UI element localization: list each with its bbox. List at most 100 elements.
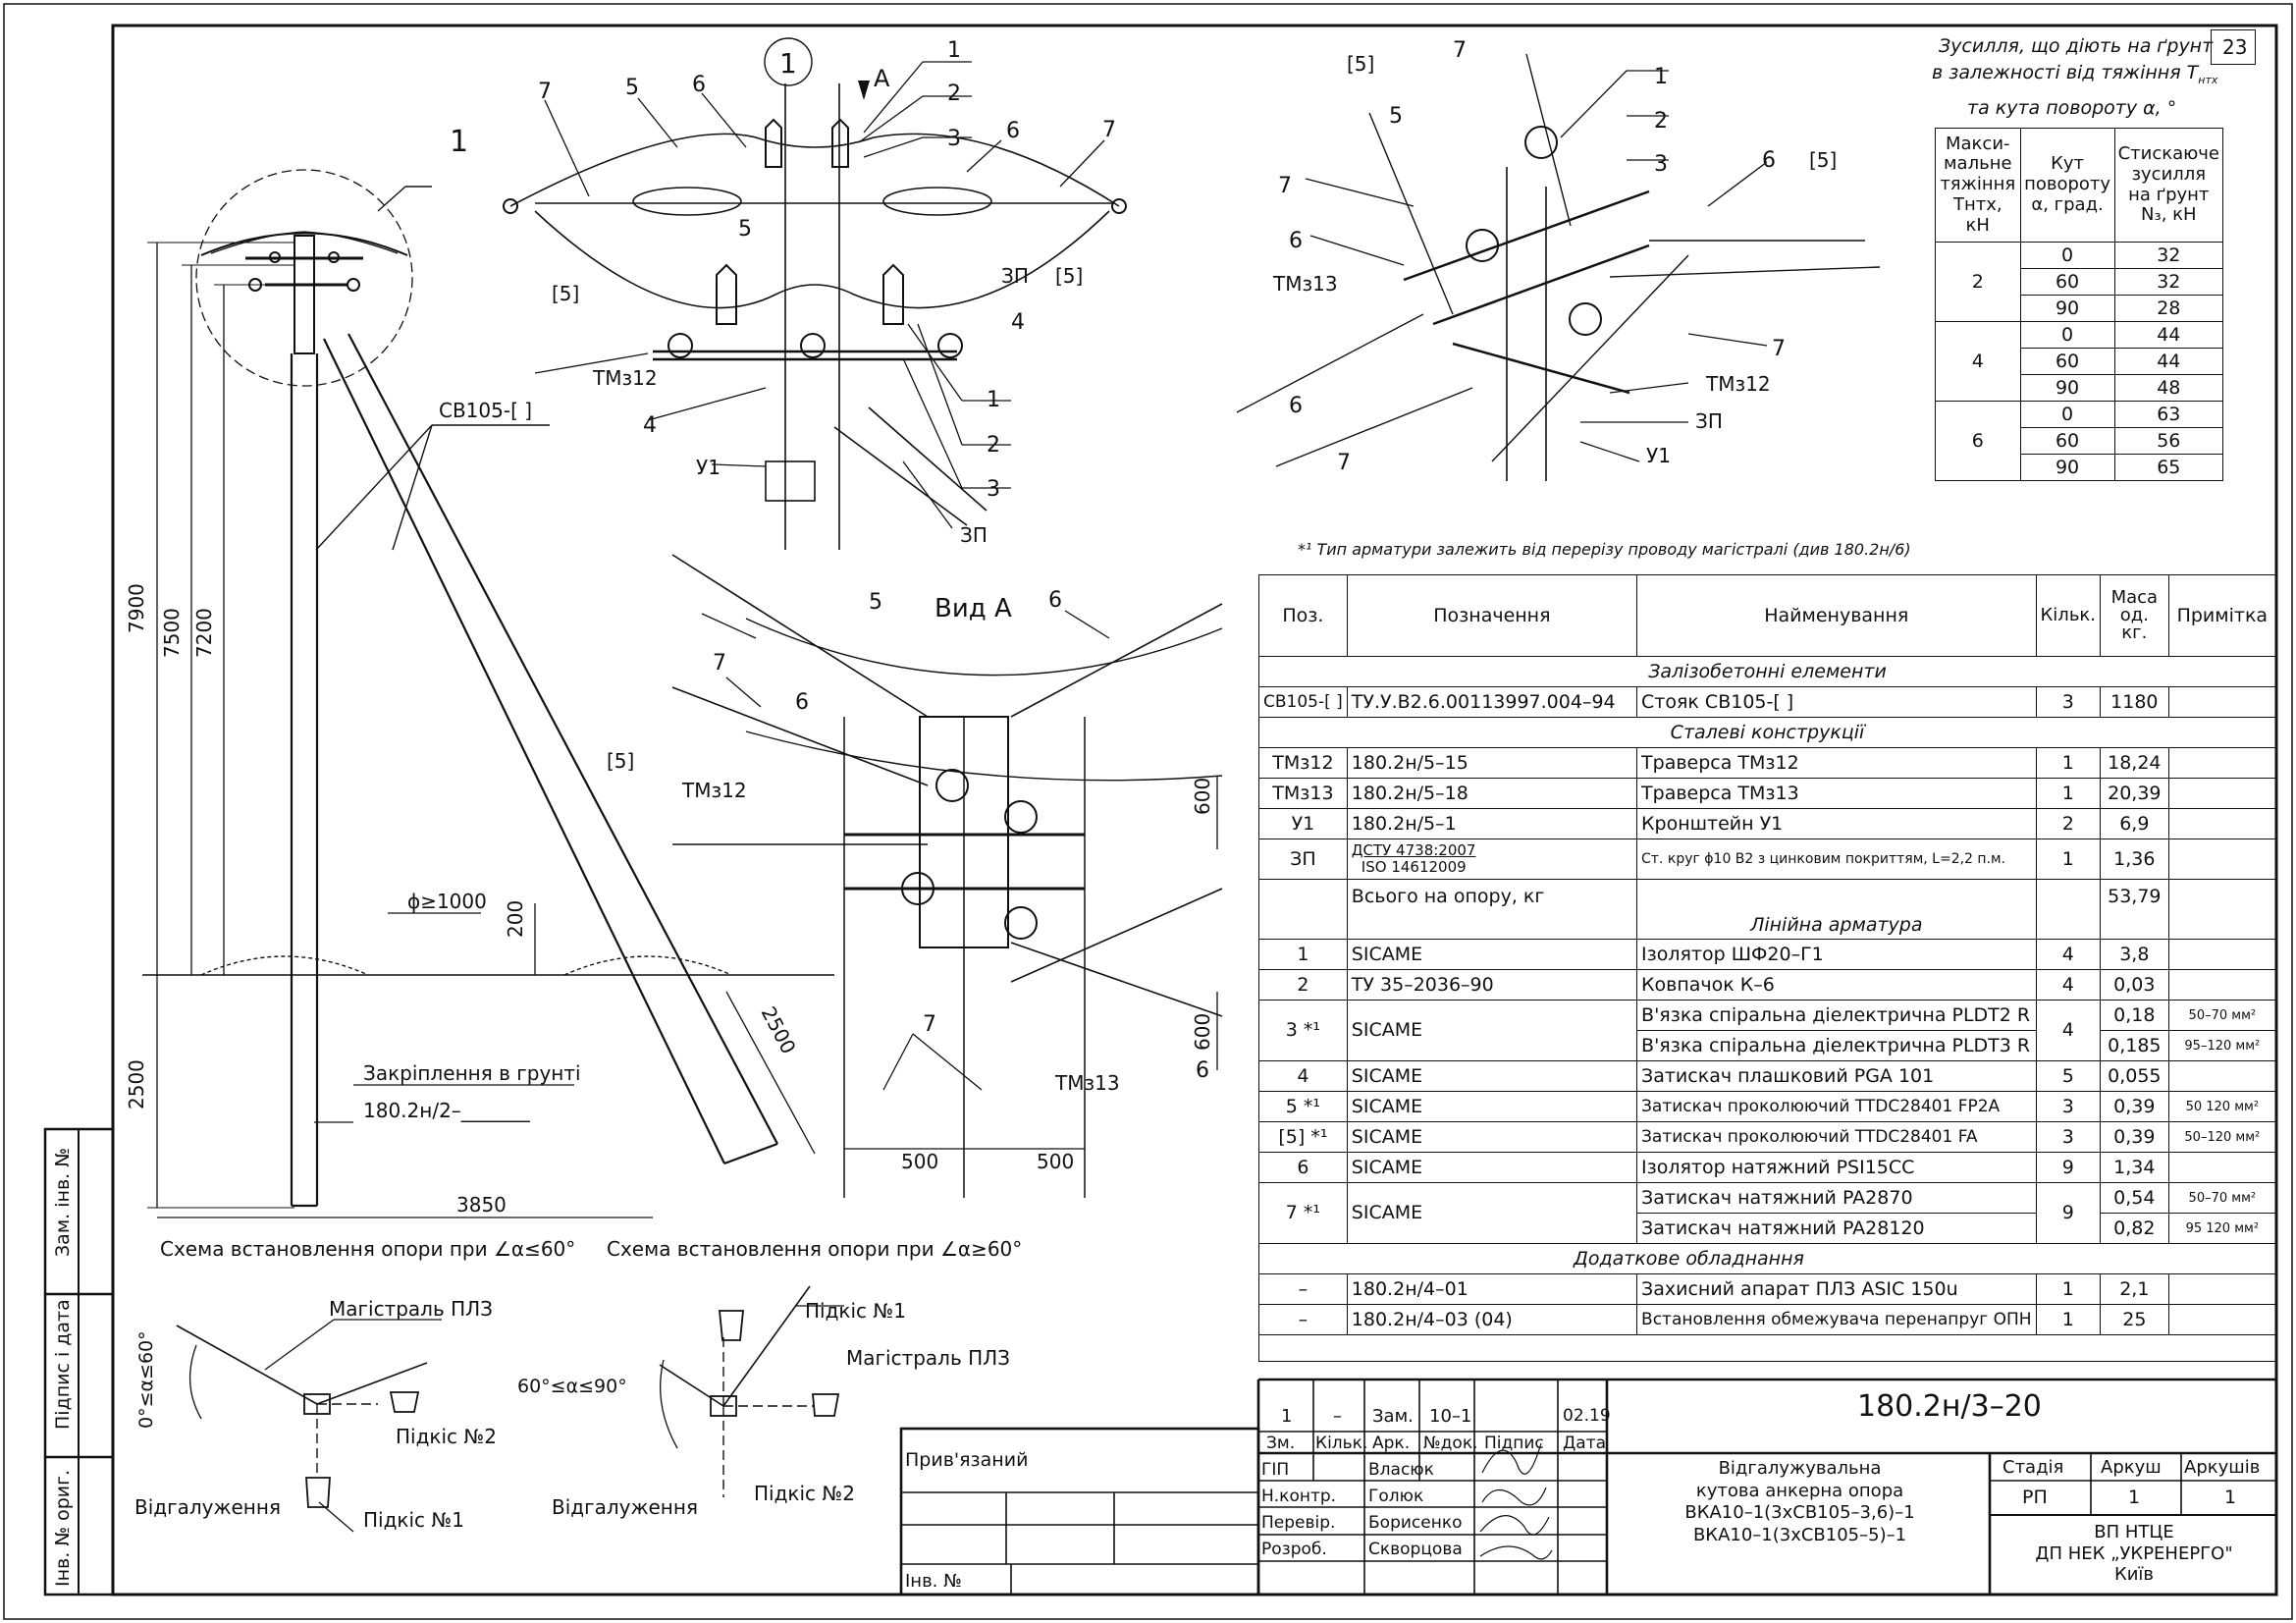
forces-cell: 0: [2019, 242, 2115, 269]
spec-cell: 4: [2035, 939, 2102, 970]
name-rozrob: Скворцова: [1368, 1540, 1463, 1559]
va-pos-6-bot: 6: [1196, 1058, 1209, 1083]
caption-alpha-le-60: Схема встановлення опори при ∠α≤60°: [160, 1237, 575, 1261]
iso-zp: ЗП: [1695, 409, 1723, 433]
va-dim-500-b: 500: [1037, 1150, 1074, 1173]
spec-cell: 3: [2035, 1121, 2102, 1153]
va-pos-7-bot: 7: [923, 1012, 936, 1037]
iso-pos-7-right: 7: [1772, 337, 1786, 361]
spec-cell: Затискач натяжний PA28120: [1636, 1213, 2037, 1244]
spec-cell: 50 120 мм²: [2167, 1091, 2277, 1122]
dim-2500b: 2500: [757, 1002, 801, 1057]
scheme2-brace1: Підкіс №1: [805, 1299, 906, 1323]
iso-pos-2: 2: [1654, 109, 1668, 134]
spec-cell: [1258, 879, 1348, 940]
spec-cell: ТУ.У.В2.6.00113997.004–94: [1346, 686, 1638, 718]
d1-tmz12: ТМз12: [592, 366, 658, 390]
d1-pos-3-top: 3: [947, 127, 961, 151]
spec-cell: 50–120 мм²: [2167, 1121, 2277, 1153]
d1-pos-4-right: 4: [1011, 310, 1025, 335]
iso-pos-6-right: 6: [1762, 148, 1776, 173]
iso-pos-7-bot: 7: [1337, 451, 1351, 475]
va-dim-600-top: 600: [1191, 778, 1214, 815]
d1-pos-5b-right: [5]: [1055, 264, 1083, 288]
zp-des-2: ISO 14612009: [1361, 858, 1467, 876]
forces-t-6: 6: [1935, 401, 2021, 481]
spec-cell: Стояк СВ105-[ ]: [1636, 686, 2037, 718]
spec-cell: 0,39: [2100, 1091, 2169, 1122]
spec-cell: [2167, 839, 2277, 880]
spec-cell: –: [1258, 1273, 1348, 1305]
inv-no-label: Інв. №: [905, 1571, 962, 1592]
spec-cell: Ізолятор ШФ20–Г1: [1636, 939, 2037, 970]
dim-dia: ϕ≥1000: [407, 890, 487, 913]
spec-cell: 25: [2100, 1304, 2169, 1335]
forces-cell: 56: [2113, 427, 2224, 455]
title-line-4: ВКА10–1(3хСВ105–5)–1: [1692, 1524, 1907, 1545]
col-sign: Підпис: [1484, 1434, 1544, 1453]
org-line-2: ДП НЕК „УКРЕНЕРГО": [2035, 1542, 2233, 1564]
sheet-number-box: [2211, 29, 2256, 65]
spec-cell: [2167, 808, 2277, 839]
forces-t-4: 4: [1935, 321, 2021, 402]
spec-cell: [2035, 879, 2102, 940]
forces-cell: 60: [2019, 348, 2115, 375]
iso-pos-1: 1: [1654, 65, 1668, 89]
spec-cell: 0,54: [2100, 1182, 2169, 1214]
spec-cell: [2167, 1060, 2277, 1092]
detail-1-head: 1 A 1 2 3 7 5 6 6 7 5 [5] ЗП [5] 4 ТМз12…: [503, 37, 1127, 550]
spec-cell: 4: [2035, 969, 2102, 1001]
spec-cell: 0,82: [2100, 1213, 2169, 1244]
forces-cell: 44: [2113, 321, 2224, 349]
spec-cell: Кронштейн У1: [1636, 808, 2037, 839]
spec-cell: Ст. круг ϕ10 В2 з цинковим покриттям, L=…: [1636, 839, 2037, 880]
d1-pos-1-bot: 1: [987, 388, 1000, 412]
stamp-inv-orig: Інв. № ориг.: [52, 1470, 74, 1587]
name-perevir: Борисенко: [1368, 1513, 1463, 1533]
drawing-title: Відгалужувальна кутова анкерна опора ВКА…: [1610, 1458, 1990, 1546]
forces-table: Макси-мальне тяжіння Tнтх, кН Кут поворо…: [1935, 128, 2224, 481]
spec-cell: Затискач натяжний PA2870: [1636, 1182, 2037, 1214]
spec-cell: 53,79: [2100, 879, 2169, 940]
iso-pos-6-left: 6: [1289, 229, 1303, 253]
dim-2500: 2500: [125, 1059, 148, 1109]
spec-cell: 7 *¹: [1258, 1182, 1348, 1244]
stamp-sign-date: Підпис і дата: [52, 1299, 74, 1430]
va-tmz13: ТМз13: [1054, 1071, 1120, 1095]
angle-schemes: Магістраль ПЛЗ 0°≤α≤60° Підкіс №2 Відгал…: [134, 1285, 1010, 1533]
spec-h-note: Примітка: [2167, 574, 2277, 657]
spec-cell: Затискач проколюючий TTDC28401 FA: [1636, 1121, 2037, 1153]
spec-cell: Ковпачок К–6: [1636, 969, 2037, 1001]
spec-h-mass: Маса од. кг.: [2100, 574, 2169, 657]
spec-cell: Встановлення обмежувача перенапруг ОПН: [1636, 1304, 2037, 1335]
spec-cell: 1: [2035, 747, 2102, 779]
spec-cell: 20,39: [2100, 778, 2169, 809]
forces-cell: 28: [2113, 295, 2224, 322]
scheme2-magistral: Магістраль ПЛЗ: [846, 1346, 1010, 1370]
col-zm: Зм.: [1266, 1434, 1296, 1453]
spec-h-qty: Кільк.: [2035, 574, 2102, 657]
spec-h-pos: Поз.: [1258, 574, 1348, 657]
forces-h-force: Стискаюче зусилля на ґрунт N₃, кН: [2113, 128, 2224, 243]
va-tmz12: ТМз12: [681, 779, 747, 802]
spec-cell: 1: [2035, 839, 2102, 880]
sheet-number: 23: [2222, 35, 2248, 59]
spec-cell: 9: [2035, 1152, 2102, 1183]
stage-header: Стадія: [2002, 1457, 2064, 1478]
spec-cell: ТМз13: [1258, 778, 1348, 809]
forces-title-2-sub: нтх: [2198, 73, 2218, 86]
spec-cell: 1: [2035, 1273, 2102, 1305]
role-rozrob: Розроб.: [1261, 1540, 1327, 1559]
forces-cell: 44: [2113, 348, 2224, 375]
d1-pos-6-right: 6: [1006, 119, 1020, 143]
spec-cell: 180.2н/4–03 (04): [1346, 1304, 1638, 1335]
d1-zp-right: ЗП: [1001, 264, 1029, 288]
iso-tmz13: ТМз13: [1272, 272, 1338, 296]
spec-cell: ТМз12: [1258, 747, 1348, 779]
scheme1-branch: Відгалуження: [134, 1495, 281, 1519]
spec-cell: [2167, 686, 2277, 718]
d1-pos-5b-left: [5]: [552, 282, 579, 305]
spec-cell: Ізолятор натяжний PSI15CC: [1636, 1152, 2037, 1183]
dim-200: 200: [504, 900, 527, 938]
